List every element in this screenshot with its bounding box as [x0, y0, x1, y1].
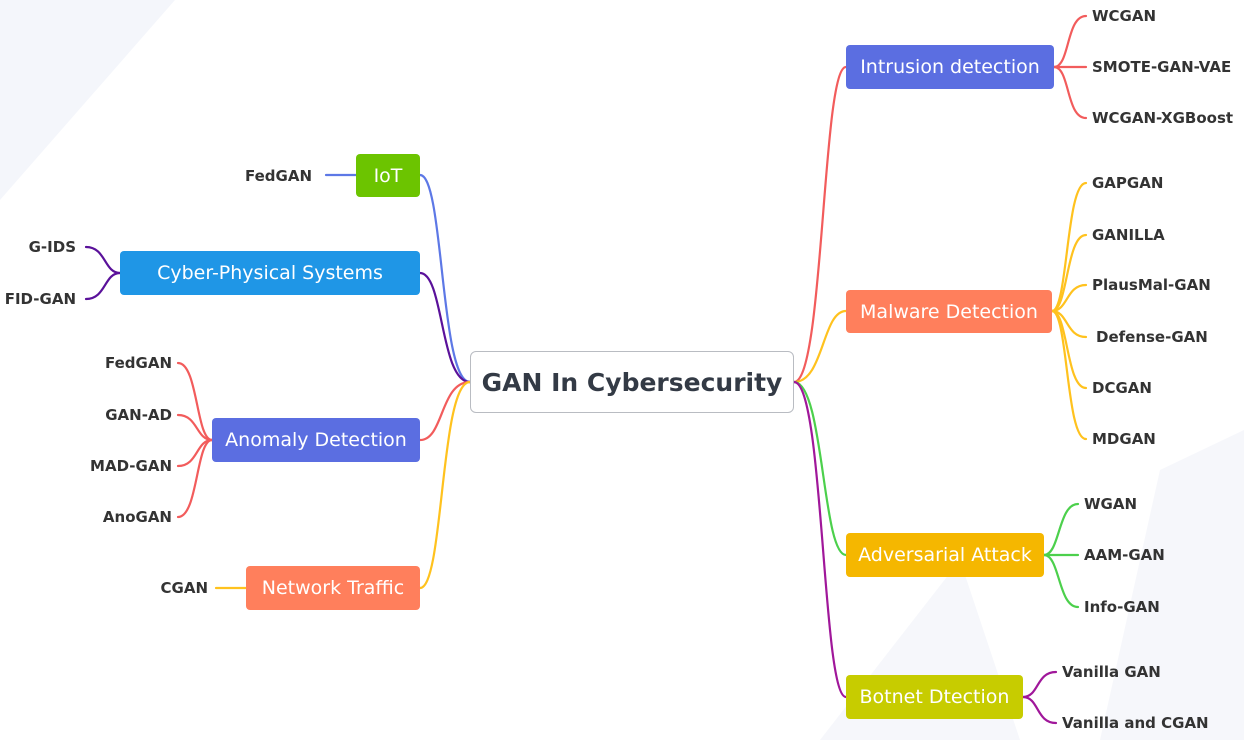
leaf-info-gan[interactable]: Info-GAN	[1084, 598, 1160, 616]
leaf-ganilla[interactable]: GANILLA	[1092, 226, 1165, 244]
leaf-link-malware-1	[1050, 233, 1088, 313]
leaf-smote-gan-vae[interactable]: SMOTE-GAN-VAE	[1092, 58, 1232, 76]
leaf-plausmal-gan[interactable]: PlausMal-GAN	[1092, 276, 1211, 294]
leaf-link-malware-4	[1050, 309, 1088, 390]
connector-network	[418, 380, 472, 590]
leaf-dcgan[interactable]: DCGAN	[1092, 379, 1152, 397]
leaf-vanilla-and-cgan[interactable]: Vanilla and CGAN	[1062, 714, 1209, 732]
leaf-link-anomaly-0	[176, 361, 214, 442]
leaf-link-cps-1	[84, 271, 122, 301]
connector-botnet	[792, 380, 848, 699]
connector-anomaly	[418, 380, 472, 442]
leaf-defense-gan[interactable]: Defense-GAN	[1096, 328, 1208, 346]
connector-cps	[418, 271, 472, 384]
topic-malware-detection[interactable]: Malware Detection	[846, 290, 1052, 333]
leaf-link-adversarial-2	[1042, 553, 1080, 609]
topic-adversarial-attack[interactable]: Adversarial Attack	[846, 533, 1044, 577]
leaf-fid-gan[interactable]: FID-GAN	[4, 290, 76, 308]
connector-intrusion	[792, 65, 848, 384]
leaf-anogan[interactable]: AnoGAN	[102, 508, 172, 526]
leaf-fedgan-iot[interactable]: FedGAN	[244, 167, 312, 185]
leaf-aam-gan[interactable]: AAM-GAN	[1084, 546, 1165, 564]
leaf-cgan[interactable]: CGAN	[160, 579, 208, 597]
leaf-vanilla-gan[interactable]: Vanilla GAN	[1062, 663, 1161, 681]
leaf-wcgan-xgboost[interactable]: WCGAN-XGBoost	[1092, 109, 1234, 127]
topic-botnet-detection[interactable]: Botnet Dtection	[846, 675, 1023, 719]
leaf-wcgan[interactable]: WCGAN	[1092, 7, 1157, 25]
leaf-link-cps-0	[84, 245, 122, 275]
connector-malware	[792, 309, 848, 384]
leaf-wgan[interactable]: WGAN	[1084, 495, 1138, 513]
leaf-link-malware-5	[1050, 309, 1088, 441]
leaf-link-intrusion-0	[1052, 14, 1088, 69]
leaf-fedgan-anomaly[interactable]: FedGAN	[104, 354, 172, 372]
leaf-gan-ad[interactable]: GAN-AD	[105, 406, 172, 424]
leaf-mad-gan[interactable]: MAD-GAN	[90, 457, 172, 475]
leaf-gapgan[interactable]: GAPGAN	[1092, 174, 1164, 192]
central-topic[interactable]: GAN In Cybersecurity	[470, 351, 794, 413]
topic-network-traffic[interactable]: Network Traffic	[246, 566, 420, 610]
connector-adversarial	[792, 380, 848, 557]
topic-intrusion-detection[interactable]: Intrusion detection	[846, 45, 1054, 89]
topic-cyber-physical-systems[interactable]: Cyber-Physical Systems	[120, 251, 420, 295]
topic-iot[interactable]: IoT	[356, 154, 420, 197]
leaf-link-intrusion-2	[1052, 65, 1088, 120]
leaf-link-botnet-0	[1021, 670, 1058, 699]
topic-anomaly-detection[interactable]: Anomaly Detection	[212, 418, 420, 462]
leaf-link-malware-0	[1050, 181, 1088, 313]
leaf-link-anomaly-3	[176, 438, 214, 519]
leaf-link-adversarial-0	[1042, 502, 1080, 557]
leaf-link-botnet-1	[1021, 695, 1058, 725]
leaf-g-ids[interactable]: G-IDS	[28, 238, 76, 256]
leaf-link-anomaly-1	[176, 413, 214, 442]
connector-iot	[418, 173, 472, 384]
leaf-mdgan[interactable]: MDGAN	[1092, 430, 1156, 448]
leaf-link-malware-2	[1050, 283, 1088, 313]
